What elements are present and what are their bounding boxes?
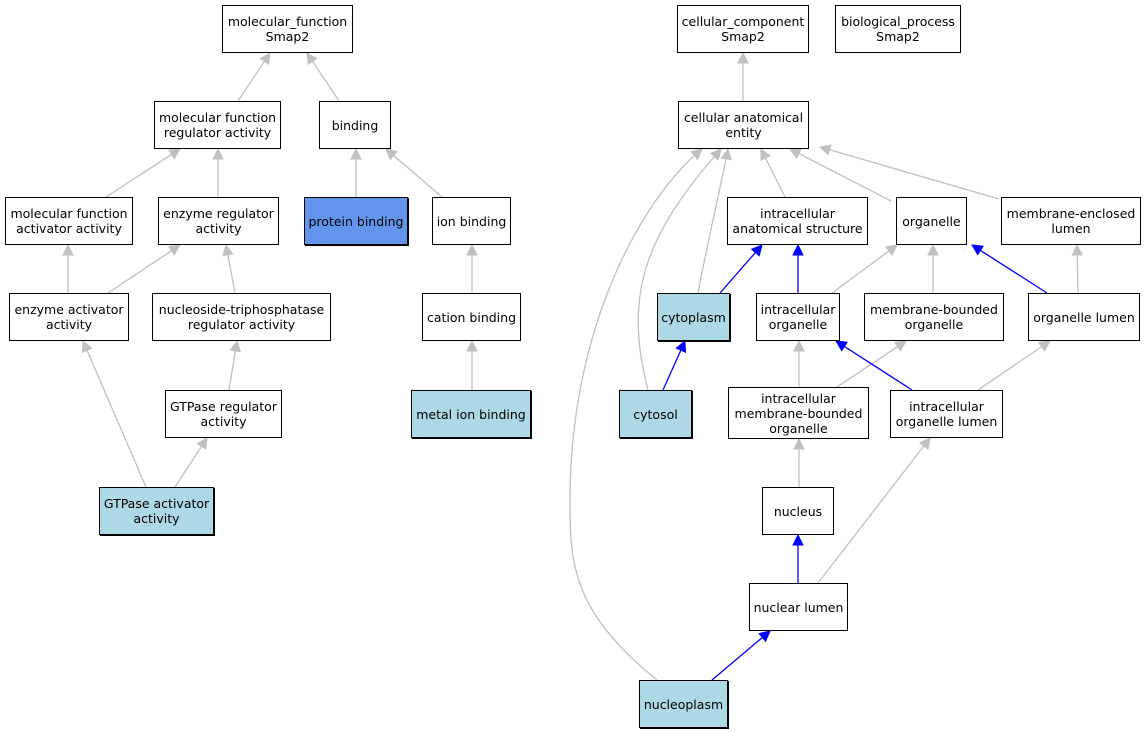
edge-gtpasereg-ntpase-line (228, 350, 237, 391)
node-nucleoplasm[interactable]: nucleoplasm (639, 680, 728, 728)
edge-imbo-mbo-arrowhead (894, 340, 907, 352)
node-molecular-function-regulator-activity[interactable]: molecular function regulator activity (154, 101, 281, 149)
node-nucleus[interactable]: nucleus (762, 487, 834, 535)
edge-cytosol-cytoplasm-line (662, 349, 682, 391)
node-cytoplasm[interactable]: cytoplasm (657, 293, 730, 341)
node-molecular-function-smap2[interactable]: molecular_function Smap2 (222, 5, 353, 53)
edge-mfreg-mfsmap2-line (237, 60, 265, 102)
edge-metal-cation-arrowhead (466, 339, 478, 352)
node-ion-binding[interactable]: ion binding (432, 197, 511, 245)
edge-nucleoplasm-nl-line (711, 636, 763, 681)
node-intracellular-organelle-lumen[interactable]: intracellular organelle lumen (890, 390, 1003, 438)
edge-gtpaseact-enzact-line (86, 349, 147, 488)
node-gtpase-activator-activity[interactable]: GTPase activator activity (99, 487, 214, 535)
edge-protbind-binding-arrowhead (350, 147, 362, 160)
edge-ionbind-binding-arrowhead (385, 148, 398, 161)
edge-cytoplasm-ias-arrowhead (750, 244, 763, 257)
node-organelle-lumen[interactable]: organelle lumen (1028, 293, 1140, 341)
node-cellular-component-smap2[interactable]: cellular_component Smap2 (677, 5, 809, 53)
edge-cytoplasm-cae-curve (697, 148, 729, 294)
edge-ol-mel-arrowhead (1071, 243, 1084, 256)
edge-gtpaseact-gtpasereg-line (174, 446, 203, 488)
edge-ol-mel-line (1076, 254, 1079, 294)
node-gtpase-regulator-activity[interactable]: GTPase regulator activity (165, 390, 282, 438)
edge-mfact-mfreg-line (105, 153, 172, 198)
node-nucleoside-triphosphatase-regulator-activity[interactable]: nucleoside-triphosphatase regulator acti… (152, 293, 331, 341)
node-cytosol[interactable]: cytosol (619, 390, 692, 438)
node-membrane-bounded-organelle[interactable]: membrane-bounded organelle (864, 293, 1004, 341)
node-molecular-function-activator-activity[interactable]: molecular function activator activity (5, 197, 133, 245)
edge-gtpaseact-enzact-arrowhead (81, 339, 93, 353)
edge-cae-ccsmap2-arrowhead (737, 51, 749, 64)
edge-ntpase-enzreg-line (227, 254, 236, 294)
node-cation-binding[interactable]: cation binding (422, 293, 521, 341)
edge-iol-ol-line (977, 346, 1043, 391)
edge-mfact-mfreg-arrowhead (168, 148, 181, 160)
edge-imbo-mbo-line (833, 346, 899, 390)
edge-gtpasereg-ntpase-arrowhead (229, 339, 242, 353)
edge-io-ias-arrowhead (792, 243, 804, 256)
edge-iol-io-line (844, 345, 913, 391)
edge-enzreg-mfreg-arrowhead (212, 147, 224, 160)
edge-imbo-io-arrowhead (793, 339, 805, 352)
edge-ias-cae-line (764, 157, 786, 198)
edge-ionbind-binding-line (393, 155, 443, 198)
edge-nucleoplasm-cae-arrowhead (690, 148, 703, 161)
node-intracellular-membrane-bounded-organelle[interactable]: intracellular membrane-bounded organelle (728, 387, 869, 439)
edge-iol-ol-arrowhead (1038, 340, 1051, 352)
node-binding[interactable]: binding (319, 101, 391, 149)
edge-nucleoplasm-cae-curve (569, 148, 703, 681)
edge-cytosol-cytoplasm-arrowhead (675, 339, 686, 353)
edge-binding-mfsmap2-line (312, 60, 340, 102)
edge-ias-cae-arrowhead (760, 148, 771, 161)
edge-ol-organelle-line (980, 249, 1048, 294)
edge-enzact-enzreg-line (107, 250, 173, 294)
edge-nucleus-imbo-arrowhead (793, 437, 805, 450)
edge-mel-cae-arrowhead (818, 144, 832, 156)
node-enzyme-activator-activity[interactable]: enzyme activator activity (9, 293, 129, 341)
edge-cytosol-cae-curve (637, 148, 722, 391)
node-intracellular-organelle[interactable]: intracellular organelle (756, 293, 840, 341)
edge-cation-ion-arrowhead (466, 243, 478, 256)
edge-nl-iol-arrowhead (918, 437, 931, 450)
node-nuclear-lumen[interactable]: nuclear lumen (749, 583, 848, 631)
edge-ntpase-enzreg-arrowhead (222, 243, 234, 257)
node-intracellular-anatomical-structure[interactable]: intracellular anatomical structure (727, 197, 868, 245)
node-cellular-anatomical-entity[interactable]: cellular anatomical entity (678, 101, 809, 149)
edge-ol-organelle-arrowhead (971, 244, 984, 256)
edge-organelle-cae-arrowhead (789, 148, 802, 159)
edge-nucleoplasm-nl-arrowhead (758, 630, 771, 643)
edge-io-organelle-arrowhead (885, 244, 898, 256)
edge-organelle-cae-line (798, 152, 892, 202)
node-biological-process-smap2[interactable]: biological_process Smap2 (835, 5, 961, 53)
edge-mbo-organelle-arrowhead (927, 243, 939, 256)
node-metal-ion-binding[interactable]: metal ion binding (411, 390, 531, 438)
node-membrane-enclosed-lumen[interactable]: membrane-enclosed lumen (1001, 197, 1141, 245)
node-organelle[interactable]: organelle (896, 197, 967, 245)
edge-nl-iol-line (817, 445, 925, 584)
edge-iol-io-arrowhead (835, 340, 848, 352)
node-protein-binding[interactable]: protein binding (304, 197, 408, 245)
edge-enzact-mfact-arrowhead (62, 243, 74, 256)
edge-nl-nucleus-arrowhead (792, 533, 804, 546)
edge-mel-cae-line (829, 149, 1000, 200)
edge-enzact-enzreg-arrowhead (168, 244, 181, 256)
edge-binding-mfsmap2-arrowhead (306, 52, 318, 65)
edge-gtpaseact-gtpasereg-arrowhead (196, 437, 208, 450)
edge-cytosol-cae-arrowhead (709, 148, 722, 161)
edge-cytoplasm-ias-line (719, 252, 756, 294)
edge-mfreg-mfsmap2-arrowhead (259, 52, 271, 65)
edge-io-organelle-line (831, 250, 890, 294)
node-enzyme-regulator-activity[interactable]: enzyme regulator activity (158, 197, 279, 245)
edge-cytoplasm-cae-arrowhead (720, 147, 733, 161)
